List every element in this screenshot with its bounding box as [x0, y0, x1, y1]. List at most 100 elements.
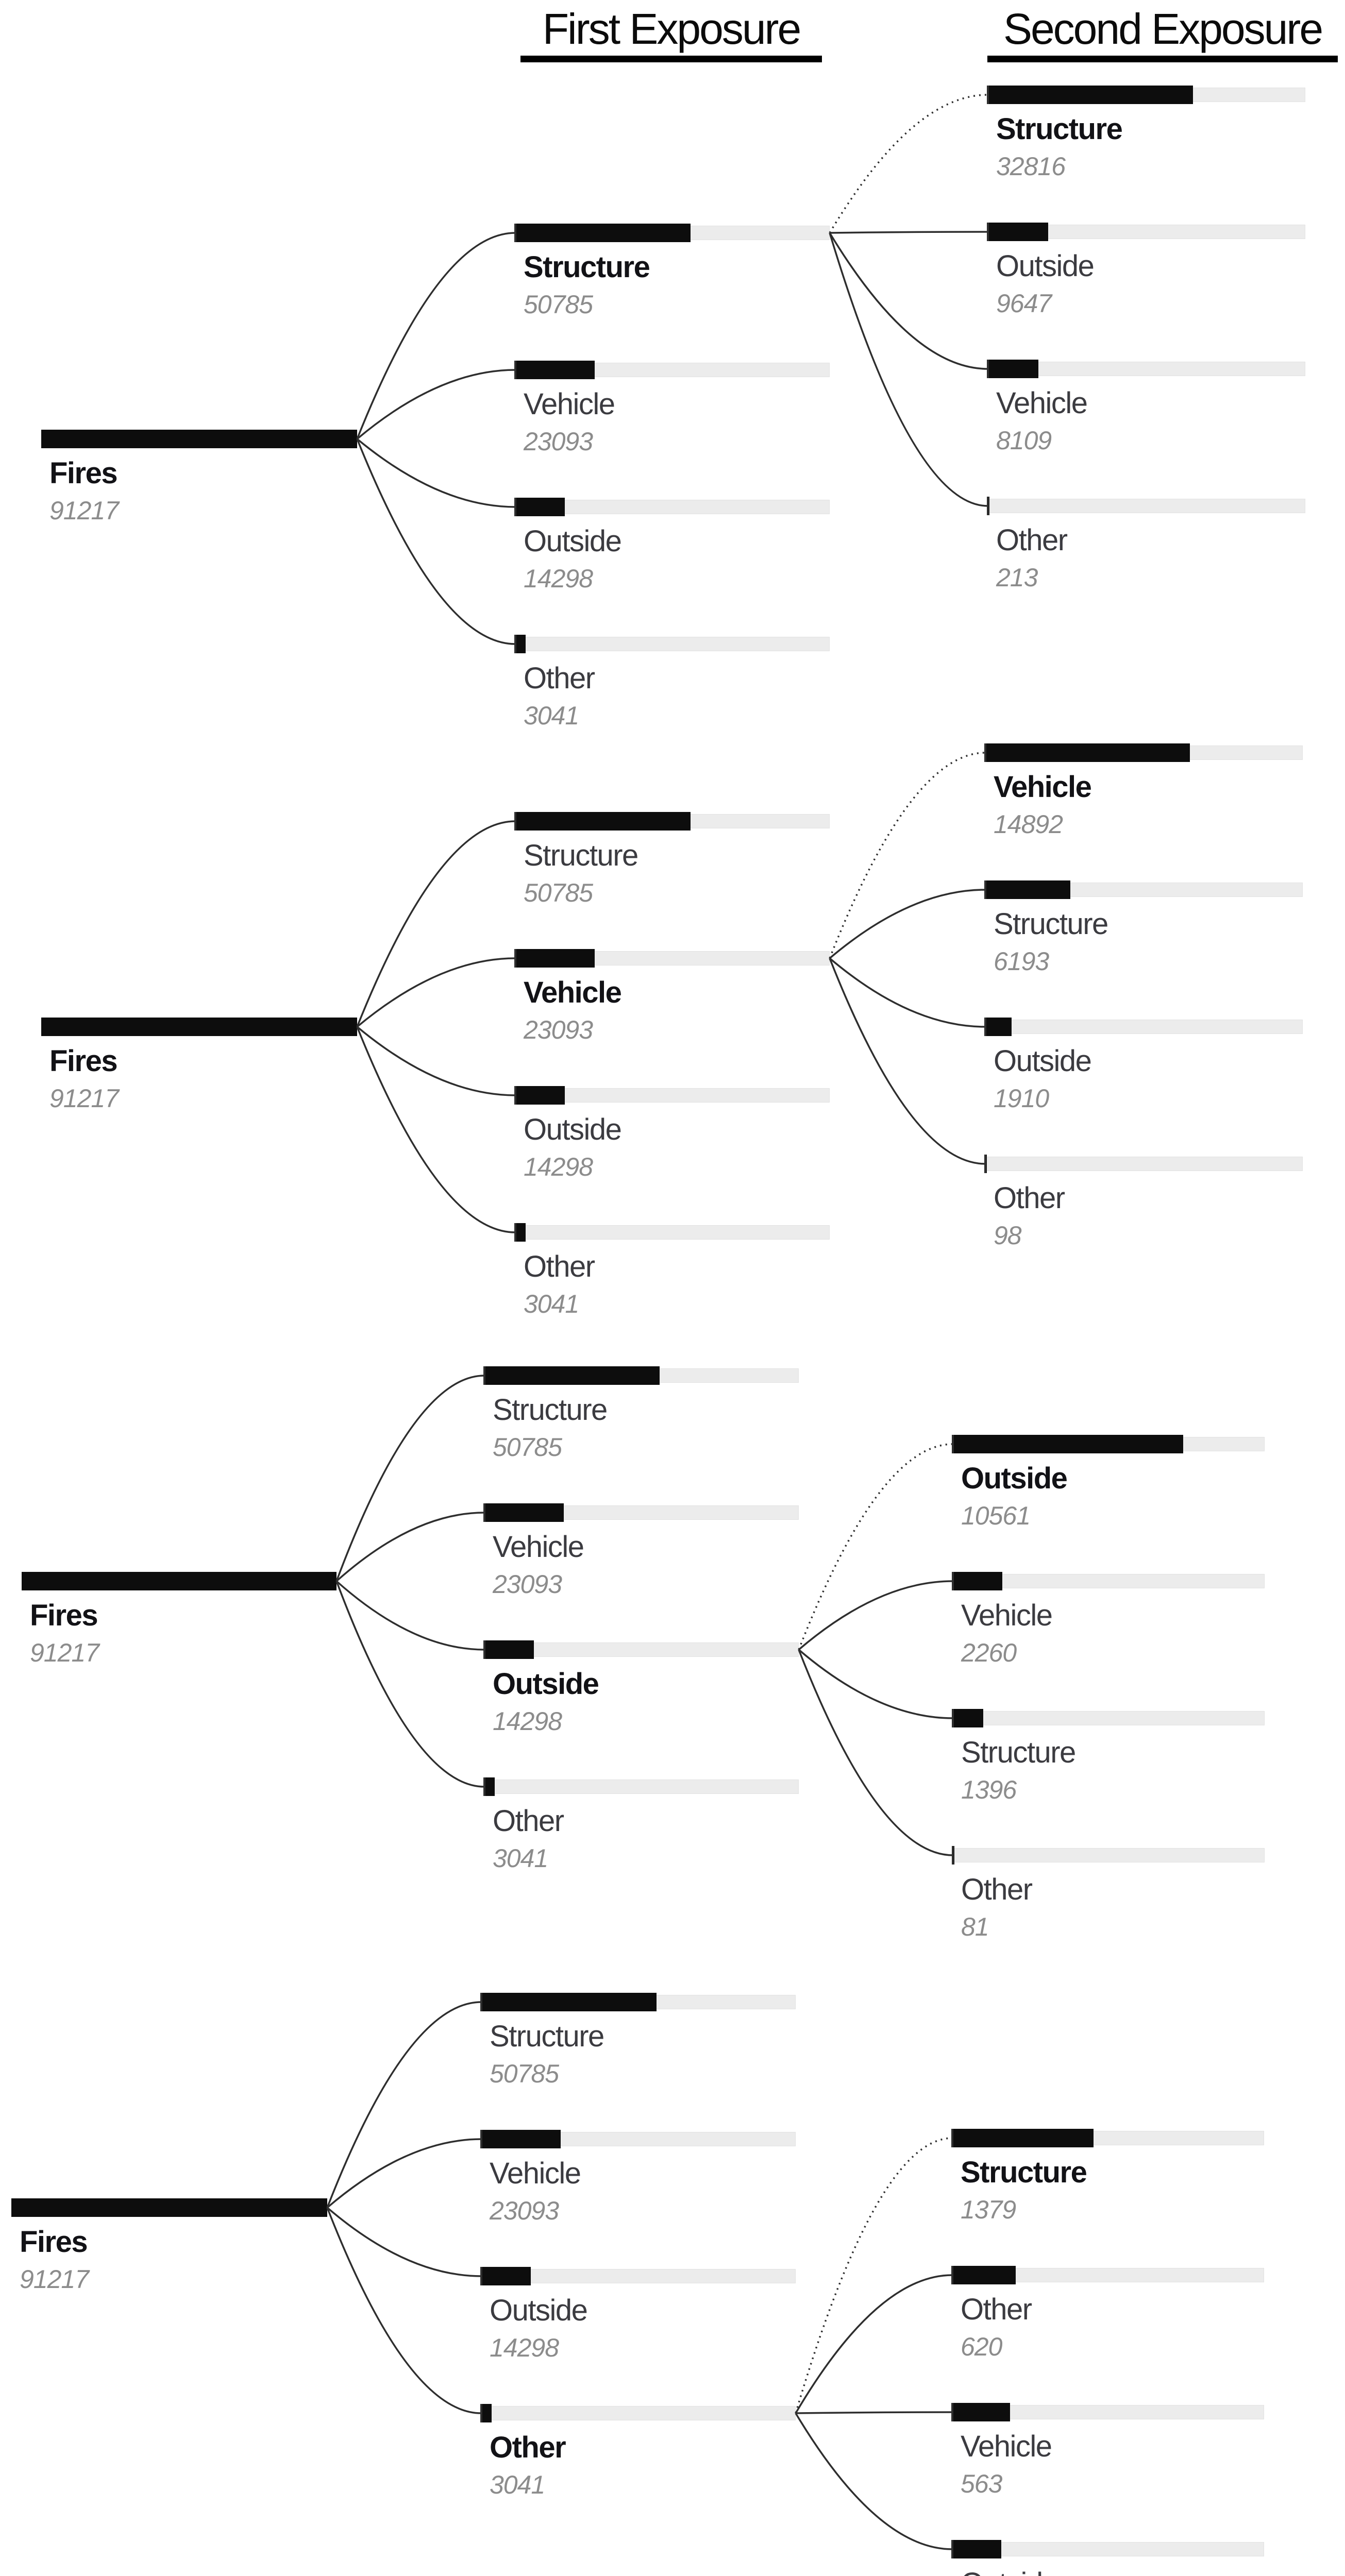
link-fires-to-outside: [326, 2207, 482, 2277]
bar-track: [515, 1225, 830, 1240]
node-value: 23093: [490, 2196, 559, 2225]
bar-fill: [985, 1018, 1012, 1036]
bar-track: [953, 1848, 1265, 1862]
node-value: 6193: [994, 947, 1049, 976]
node-label: Vehicle: [524, 387, 615, 421]
second-exposure-node-other-panel-2: Other 98: [985, 1155, 1303, 1265]
bar-fill: [988, 360, 1038, 378]
node-label: Outside: [524, 524, 622, 558]
node-label: Structure: [994, 907, 1108, 941]
node-label: Structure: [493, 1393, 608, 1427]
first-exposure-node-other-panel-4: Other 3041: [481, 2404, 796, 2514]
bar-fill: [953, 1572, 1002, 1590]
node-value: 8109: [996, 426, 1052, 455]
second-exposure-node-structure-panel-2: Structure 6193: [985, 880, 1303, 991]
node-label: Other: [490, 2431, 566, 2464]
bar-track: [953, 1711, 1265, 1725]
node-label: Other: [524, 1250, 595, 1283]
bar-fill: [952, 2540, 1001, 2558]
link-structure-to-other: [829, 232, 988, 507]
node-value: 14892: [994, 810, 1063, 839]
link-structure-to-vehicle: [829, 232, 988, 370]
second-exposure-node-outside-panel-4: Outside479: [952, 2540, 1264, 2576]
node-value: 10561: [961, 1501, 1031, 1530]
node-label: Other: [524, 662, 595, 695]
bar-fill: [41, 1018, 357, 1036]
second-exposure-node-vehicle-panel-1: Vehicle 8109: [988, 360, 1305, 470]
bar-track: [985, 1157, 1303, 1171]
node-label: Structure: [961, 2156, 1087, 2189]
bar-fill: [515, 1223, 526, 1242]
node-label: Outside: [490, 2294, 588, 2327]
node-value: 32816: [996, 152, 1066, 181]
bar-fill: [484, 1503, 564, 1522]
bar-fill: [481, 2404, 492, 2422]
link-other-to-structure: [795, 2137, 953, 2414]
node-value: 3041: [490, 2470, 545, 2499]
link-outside-to-vehicle: [798, 1580, 953, 1651]
node-value: 23093: [524, 1015, 593, 1044]
node-value: 1379: [961, 2195, 1016, 2224]
bar-track: [515, 637, 830, 651]
node-value: 1396: [961, 1775, 1017, 1804]
bar-fill: [515, 224, 691, 242]
bar-fill: [22, 1572, 337, 1590]
bar-track: [481, 2406, 796, 2420]
link-other-to-outside: [795, 2413, 953, 2550]
bar-fill: [952, 2129, 1094, 2147]
bar-track: [952, 2542, 1264, 2556]
link-vehicle-to-vehicle: [829, 752, 986, 959]
node-value: 23093: [524, 427, 593, 456]
node-value: 98: [994, 1221, 1022, 1250]
bar-fill: [515, 1086, 565, 1105]
bar-fill: [515, 949, 595, 968]
link-fires-to-vehicle: [335, 1512, 485, 1582]
bar-track: [481, 2269, 796, 2283]
node-value: 50785: [493, 1433, 562, 1462]
node-value: 3041: [524, 1290, 579, 1318]
node-value: 50785: [490, 2059, 559, 2088]
node-label: Outside: [961, 1462, 1068, 1495]
link-other-to-vehicle: [795, 2411, 953, 2414]
bar-fill: [952, 2266, 1016, 2284]
node-value: 3041: [493, 1844, 548, 1873]
node-value: 620: [961, 2332, 1002, 2361]
bar-track: [988, 499, 1305, 513]
link-vehicle-to-structure: [829, 889, 986, 959]
link-fires-to-other: [326, 2207, 482, 2414]
link-fires-to-outside: [356, 438, 516, 508]
link-fires-to-vehicle: [356, 957, 516, 1028]
bar-track: [988, 362, 1305, 376]
link-fires-to-vehicle: [356, 369, 516, 440]
node-value: 50785: [524, 290, 593, 319]
bar-fill: [952, 2403, 1010, 2421]
bar-fill: [484, 1640, 534, 1659]
bar-fill: [515, 812, 691, 831]
node-label: Other: [994, 1181, 1065, 1215]
node-label: Other: [996, 523, 1068, 557]
node-label: Vehicle: [996, 386, 1088, 420]
link-outside-to-structure: [798, 1649, 953, 1719]
link-vehicle-to-outside: [829, 957, 986, 1028]
first-exposure-node-vehicle-panel-2: Vehicle 23093: [515, 949, 830, 1059]
bar-track: [484, 1642, 799, 1657]
link-outside-to-other: [798, 1649, 953, 1856]
first-exposure-header: First Exposure: [520, 7, 822, 62]
link-fires-to-structure: [356, 820, 516, 1027]
bar-fill: [484, 1777, 495, 1796]
link-structure-to-outside: [829, 231, 988, 234]
node-value: 14298: [493, 1707, 562, 1736]
bar-fill: [953, 1709, 983, 1727]
node-value: 81: [961, 1912, 989, 1941]
node-label: Structure: [996, 112, 1123, 146]
node-label: Vehicle: [524, 976, 622, 1009]
link-other-to-other: [795, 2274, 953, 2414]
link-structure-to-structure: [829, 94, 988, 233]
